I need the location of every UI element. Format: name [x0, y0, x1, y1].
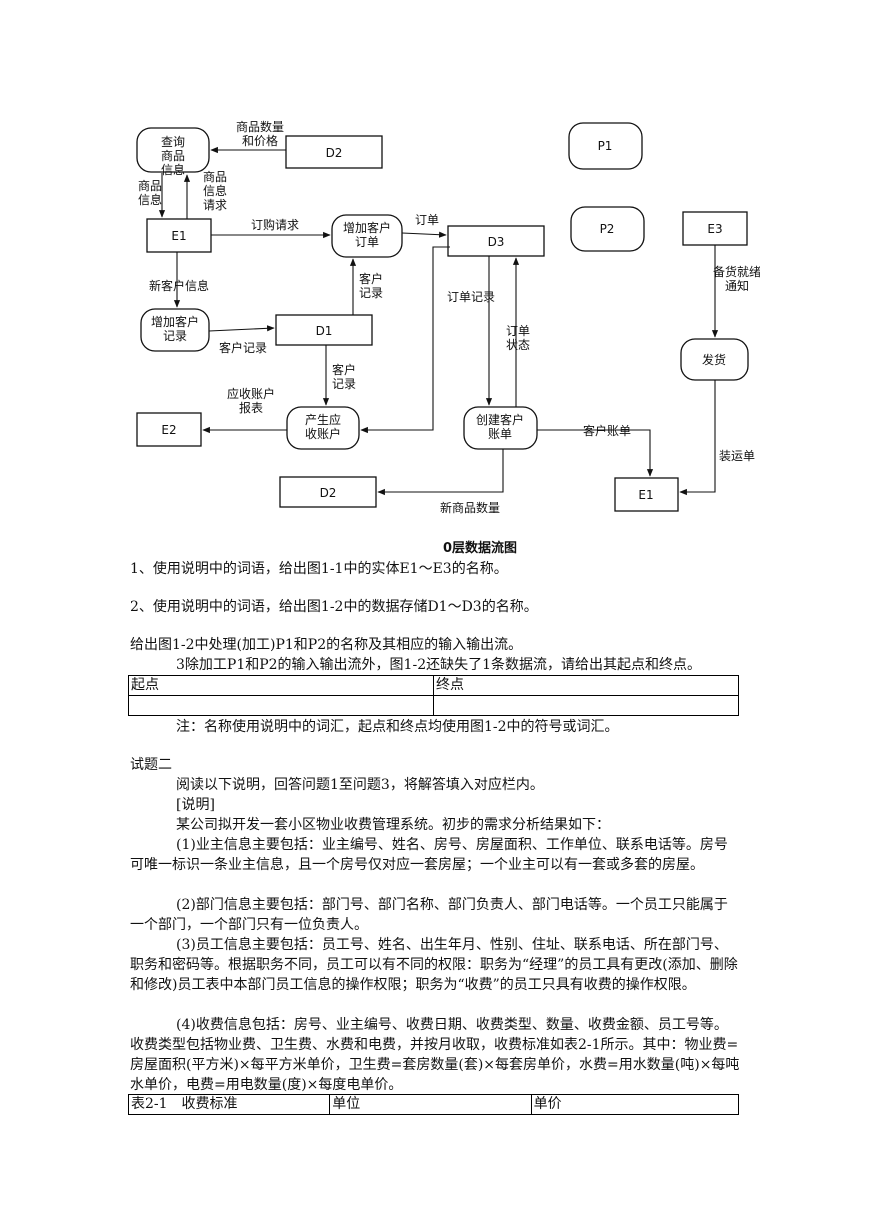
- table2-header-price: 单价: [530, 1094, 740, 1115]
- p1-label: P1: [598, 139, 613, 153]
- question-3: 给出图1-2中处理(加工)P1和P2的名称及其相应的输入输出流。: [130, 637, 523, 653]
- receivable-process: [286, 406, 360, 450]
- endpoints-table: 起点 终点: [128, 675, 739, 716]
- d2-bottom-label: D2: [320, 486, 337, 500]
- e1-right-entity: [614, 477, 679, 512]
- ship-label: 发货: [702, 352, 726, 367]
- e1-right-label: E1: [638, 488, 653, 502]
- flow-order-record: 订单记录: [447, 290, 495, 304]
- paragraph-4: (4)收费信息包括：房号、业主编号、收费日期、收费类型、数量、收费金额、员工号等…: [130, 1017, 740, 1093]
- d3-store: [447, 225, 545, 257]
- e2-label: E2: [161, 423, 176, 437]
- add-customer-label: 增加客户记录: [151, 314, 199, 343]
- flow-receivable-report: 应收账户报表: [227, 386, 275, 415]
- p1-process: [568, 122, 643, 170]
- flow-order-status: 订单状态: [506, 324, 530, 352]
- flow-customer-record-1: 客户记录: [219, 340, 267, 355]
- receivable-label: 产生应收账户: [305, 412, 341, 441]
- flow-new-goods-qty: 新商品数量: [440, 500, 500, 515]
- question-2: 2、使用说明中的词语，给出图1-2中的数据存储D1～D3的名称。: [130, 599, 538, 615]
- table1-header-end: 终点: [433, 675, 739, 696]
- query-goods-label: 查询商品信息: [161, 135, 185, 177]
- fee-standard-table: 表2-1 收费标准 单位 单价: [127, 1094, 740, 1115]
- table1-cell-end: [433, 695, 739, 716]
- table1-header-start: 起点: [128, 675, 434, 696]
- note: 注：名称使用说明中的词汇，起点和终点均使用图1-2中的符号或词汇。: [176, 719, 619, 735]
- add-order-process: [331, 214, 403, 258]
- p2-process: [570, 206, 645, 252]
- flow-order: 订单: [415, 213, 439, 227]
- e1-left-label: E1: [171, 229, 186, 243]
- d2-top-label: D2: [326, 146, 343, 160]
- e3-label: E3: [707, 222, 722, 236]
- flow-customer-record-2: 客户记录: [359, 271, 383, 300]
- company-text: 某公司拟开发一套小区物业收费管理系统。初步的需求分析结果如下：: [176, 817, 610, 833]
- bill-process: [463, 406, 538, 450]
- section-title: 试题二: [130, 757, 172, 773]
- intro-text: 阅读以下说明，回答问题1至问题3，将解答填入对应栏内。: [176, 777, 544, 793]
- d2-bottom-store: [279, 476, 377, 508]
- paragraph-2: (2)部门信息主要包括：部门号、部门名称、部门负责人、部门电话等。一个员工只能属…: [130, 897, 728, 933]
- d3-label: D3: [488, 235, 505, 249]
- add-customer-process: [140, 308, 210, 352]
- d2-top-store: [285, 135, 383, 169]
- e2-entity: [136, 412, 202, 447]
- p2-label: P2: [600, 222, 615, 236]
- d1-store: [275, 314, 373, 346]
- diagram-caption: 0层数据流图: [443, 540, 517, 556]
- bill-label: 创建客户账单: [476, 412, 524, 441]
- flow-goods-info: 商品信息: [138, 178, 162, 207]
- query-goods-process: [136, 127, 210, 173]
- table2-header-standard: 表2-1 收费标准: [127, 1094, 331, 1115]
- flow-ready-notice: 备货就绪通知: [713, 264, 760, 293]
- question-3b: 3除加工P1和P2的输入输出流外，图1-2还缺失了1条数据流，请给出其起点和终点…: [176, 657, 702, 673]
- add-order-label: 增加客户订单: [343, 220, 391, 249]
- flow-customer-record-3: 客户记录: [332, 362, 356, 391]
- question-1: 1、使用说明中的词语，给出图1-1中的实体E1～E3的名称。: [130, 561, 508, 577]
- flow-purchase-req: 订购请求: [251, 217, 299, 232]
- flow-customer-bill: 客户账单: [583, 423, 631, 438]
- flow-new-customer-info: 新客户信息: [149, 278, 209, 293]
- table1-cell-start: [128, 695, 434, 716]
- paragraph-1: (1)业主信息主要包括：业主编号、姓名、房号、房屋面积、工作单位、联系电话等。房…: [130, 837, 728, 873]
- flow-packing-list: 装运单: [719, 449, 755, 463]
- paragraph-3: (3)员工信息主要包括：员工号、姓名、出生年月、性别、住址、联系电话、所在部门号…: [130, 937, 738, 993]
- flow-qty-price: 商品数量和价格: [236, 119, 284, 148]
- explain-heading: [说明]: [176, 797, 215, 813]
- d1-label: D1: [316, 324, 333, 338]
- flow-goods-info-req: 商品信息请求: [203, 169, 227, 212]
- data-flow-diagram: 查询商品信息 D2 P1 E1 增加客户订单 D3 P2 E3 增加客户记录 D…: [136, 119, 760, 556]
- table2-header-unit: 单位: [329, 1094, 532, 1115]
